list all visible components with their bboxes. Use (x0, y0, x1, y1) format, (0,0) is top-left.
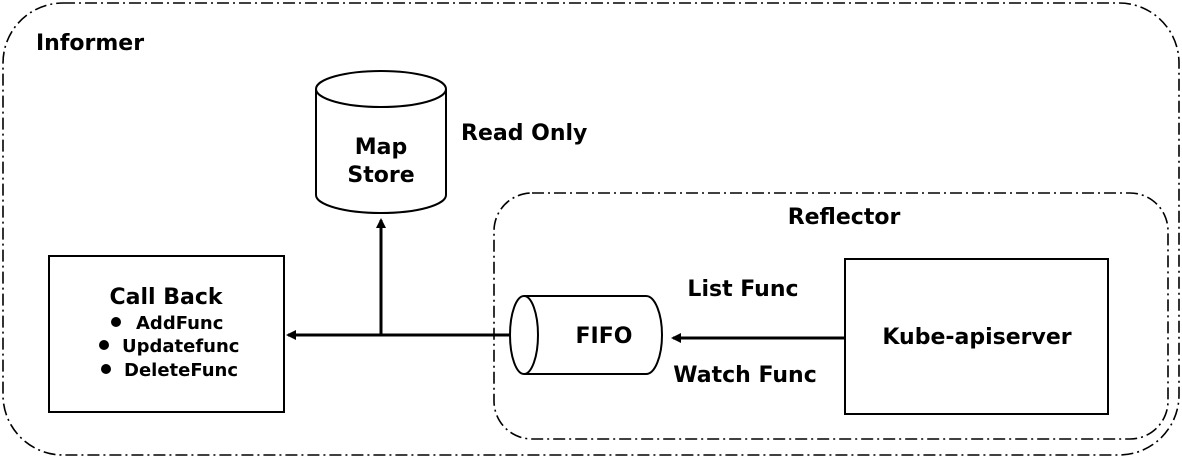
fifo-label: FIFO (576, 324, 633, 349)
fifo-body (524, 295, 663, 375)
informer-label: Informer (36, 31, 144, 56)
map-store-top (315, 70, 447, 108)
map-store-body (315, 89, 447, 214)
map-store-line2: Store (347, 163, 414, 188)
callback-item-updatefunc: Updatefunc (122, 336, 239, 357)
bullet-icon (111, 317, 121, 327)
reflector-container: Reflector (493, 192, 1169, 440)
callback-box: Call Back AddFunc Updatefunc DeleteFunc (48, 255, 285, 413)
fifo-queue: FIFO (509, 295, 663, 375)
callback-item-deletefunc: DeleteFunc (124, 360, 238, 381)
bullet-icon (101, 364, 111, 374)
callback-item-addfunc: AddFunc (136, 313, 223, 334)
kube-apiserver-rect (844, 258, 1109, 415)
list-func-label: List Func (687, 277, 798, 302)
callback-rect (48, 255, 285, 413)
watch-func-label: Watch Func (673, 363, 817, 388)
fifo-end-cap (509, 295, 539, 375)
map-store-line1: Map (355, 135, 408, 160)
map-store-cylinder: Map Store (315, 70, 447, 214)
kube-apiserver-box: Kube-apiserver (844, 258, 1109, 415)
bullet-icon (99, 340, 109, 350)
reflector-label: Reflector (788, 205, 901, 230)
read-only-label: Read Only (461, 121, 587, 146)
kube-apiserver-label: Kube-apiserver (882, 325, 1071, 350)
callback-title: Call Back (109, 285, 223, 310)
reflector-boundary (493, 192, 1169, 440)
